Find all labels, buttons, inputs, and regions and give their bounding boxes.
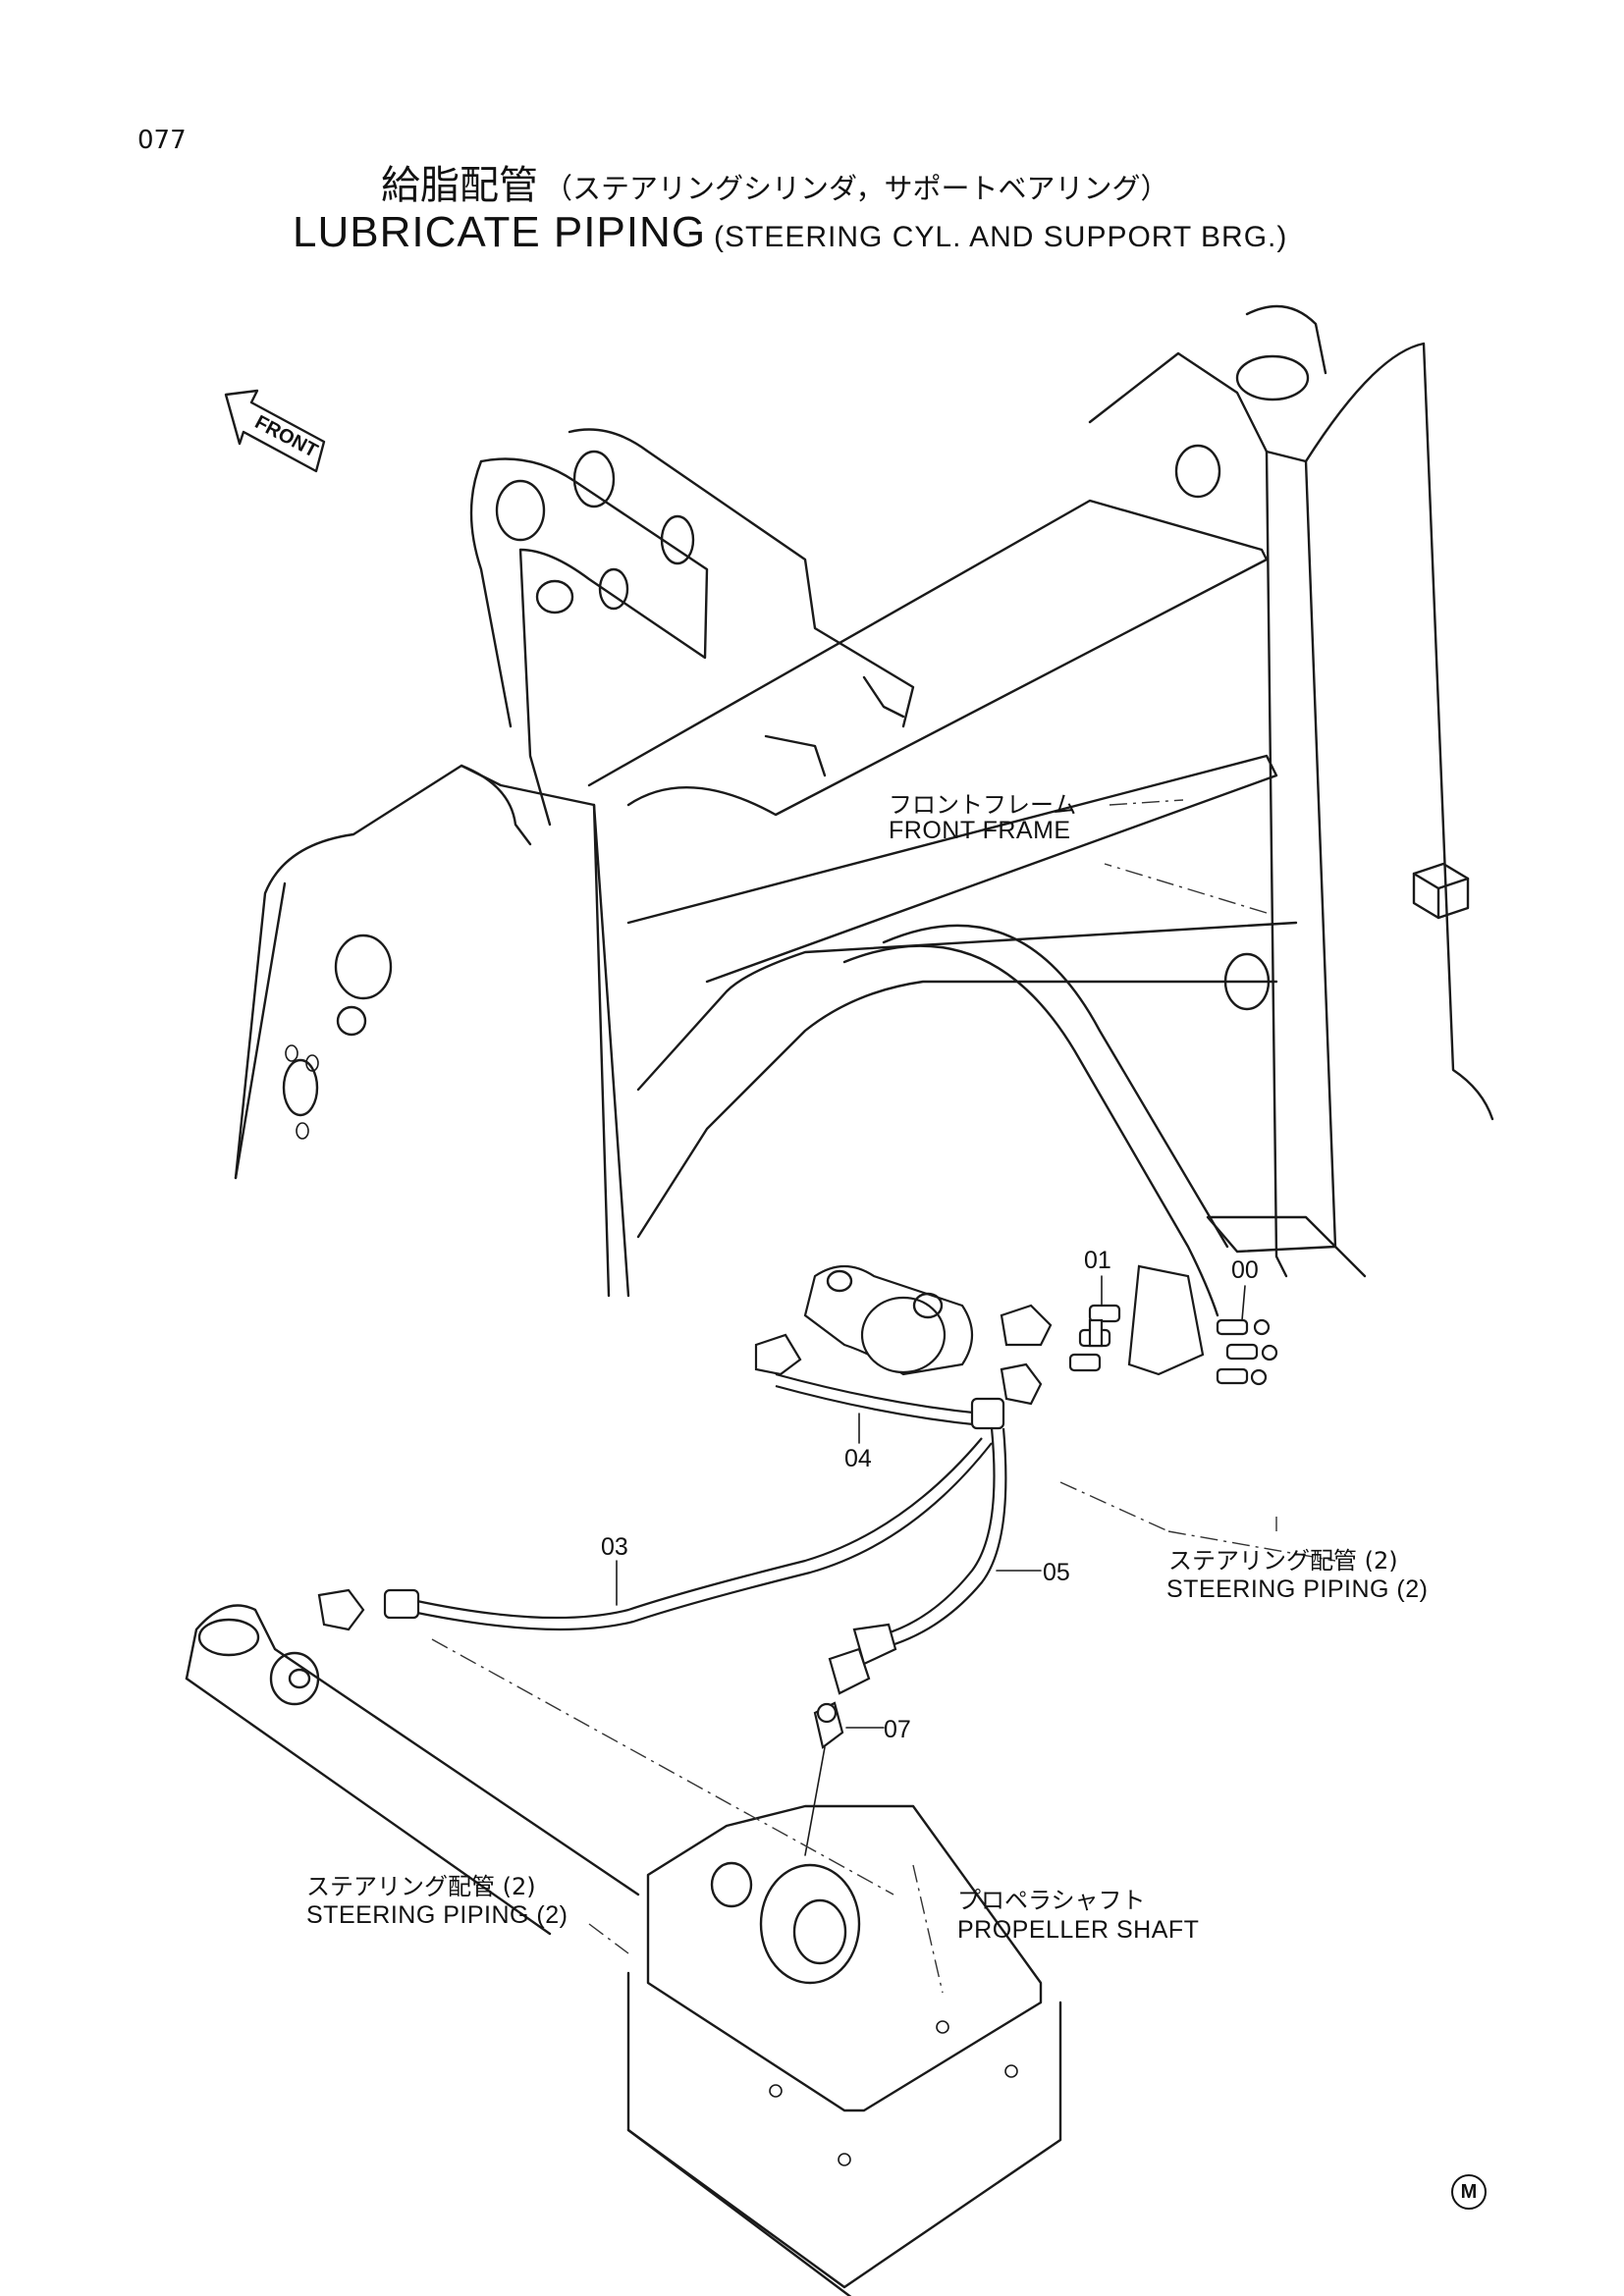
front-frame-drawing <box>234 304 1494 1317</box>
label-steering-piping-right-en: STEERING PIPING (2) <box>1166 1575 1429 1603</box>
part-01-fittings-icon <box>1068 1304 1121 1372</box>
label-steering-piping-left-en: STEERING PIPING (2) <box>306 1901 568 1929</box>
label-propeller-shaft-jp: プロペラシャフト <box>957 1887 1146 1914</box>
title-japanese-main: 給脂配管 <box>381 163 538 208</box>
front-arrow-icon: FRONT <box>224 389 326 473</box>
part-number-00: 00 <box>1231 1256 1259 1284</box>
part-number-05: 05 <box>1043 1559 1070 1586</box>
part-number-07: 07 <box>884 1716 911 1743</box>
propeller-shaft-bracket-drawing <box>626 1804 1062 2296</box>
title-japanese: 給脂配管（ステアリングシリンダ，サポートベアリング） <box>381 153 1169 210</box>
part-00-grease-nipples-icon <box>1216 1318 1278 1386</box>
part-number-03: 03 <box>601 1533 628 1561</box>
label-front-frame-en: FRONT FRAME <box>889 817 1071 844</box>
title-english-sub: (STEERING CYL. AND SUPPORT BRG.) <box>714 221 1288 253</box>
part-number-04: 04 <box>844 1445 872 1472</box>
label-steering-piping-left-jp: ステアリング配管 (2) <box>306 1873 536 1900</box>
manufacturer-mark-icon: M <box>1451 2174 1487 2210</box>
page-number: 077 <box>137 126 187 155</box>
label-propeller-shaft-en: PROPELLER SHAFT <box>957 1916 1200 1944</box>
label-steering-piping-right-jp: ステアリング配管 (2) <box>1168 1547 1398 1575</box>
leader-lines <box>431 799 1336 1994</box>
title-english: LUBRICATE PIPING(STEERING CYL. AND SUPPO… <box>293 208 1287 257</box>
swivel-joint-drawing <box>754 1264 1278 1406</box>
label-front-frame-jp: フロントフレーム <box>889 791 1077 819</box>
title-japanese-sub: （ステアリングシリンダ，サポートベアリング） <box>544 172 1169 205</box>
title-english-main: LUBRICATE PIPING <box>293 208 707 256</box>
lube-hoses-drawing <box>317 1372 1007 1749</box>
part-number-01: 01 <box>1084 1247 1111 1274</box>
steering-cylinder-drawing <box>185 1604 640 1936</box>
